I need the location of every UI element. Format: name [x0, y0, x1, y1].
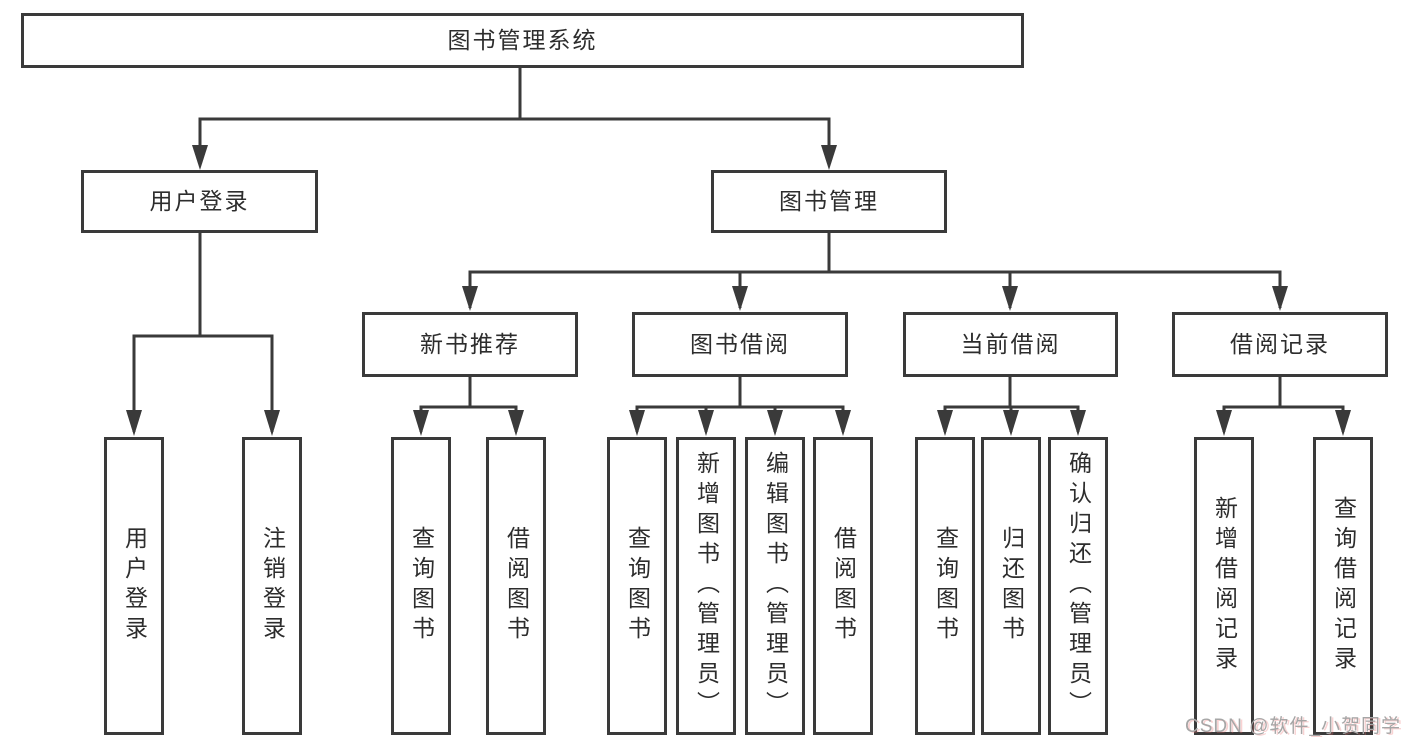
arrowheads — [126, 145, 1351, 436]
leaf-label: 借阅图书 — [830, 526, 857, 646]
arrowhead-icon — [1335, 410, 1351, 436]
leaf-label: 查询图书 — [624, 526, 651, 646]
arrowhead-icon — [732, 286, 748, 311]
leaf-current-confirm-return-admin: 确认归还（管理员） — [1048, 437, 1108, 735]
leaf-label: 用户登录 — [121, 526, 148, 646]
arrowhead-icon — [413, 410, 429, 436]
node-root: 图书管理系统 — [21, 13, 1024, 68]
arrowhead-icon — [1003, 410, 1019, 436]
arrowhead-icon — [1002, 286, 1018, 311]
arrowhead-icon — [1070, 410, 1086, 436]
arrowhead-icon — [462, 286, 478, 311]
node-user-login: 用户登录 — [81, 170, 318, 233]
edge-record-bar — [1222, 405, 1345, 432]
edge-newrec-bar — [419, 405, 518, 432]
arrowhead-icon — [767, 410, 783, 436]
leaf-label: 新增图书（管理员） — [693, 451, 720, 721]
arrowhead-icon — [698, 410, 714, 436]
arrowhead-icon — [821, 145, 837, 170]
leaf-label: 借阅图书 — [503, 526, 530, 646]
edge-borrow-bar — [635, 405, 845, 432]
leaf-logout-login: 注销登录 — [242, 437, 302, 735]
leaf-borrow-edit-book-admin: 编辑图书（管理员） — [745, 437, 805, 735]
leaf-record-query-borrow-record: 查询借阅记录 — [1313, 437, 1373, 735]
node-current-borrow: 当前借阅 — [903, 312, 1118, 377]
csdn-watermark: CSDN @软件_小贺同学 — [1185, 716, 1401, 737]
arrowhead-icon — [937, 410, 953, 436]
edge-bookmgmt-bar — [468, 270, 1282, 308]
node-book-management-label: 图书管理 — [779, 188, 879, 214]
node-root-label: 图书管理系统 — [447, 27, 598, 53]
arrowhead-icon — [508, 410, 524, 436]
node-user-login-label: 用户登录 — [149, 188, 250, 214]
leaf-label: 编辑图书（管理员） — [762, 451, 789, 721]
leaf-label: 查询图书 — [932, 526, 959, 646]
connector-group — [132, 68, 1345, 432]
leaf-label: 注销登录 — [259, 526, 286, 646]
node-new-book-recommend-label: 新书推荐 — [420, 331, 520, 357]
arrowhead-icon — [264, 410, 280, 436]
leaf-current-return-book: 归还图书 — [981, 437, 1041, 735]
leaf-label: 确认归还（管理员） — [1065, 451, 1092, 721]
node-current-borrow-label: 当前借阅 — [960, 331, 1061, 357]
leaf-borrow-query-book: 查询图书 — [607, 437, 667, 735]
arrowhead-icon — [192, 145, 208, 170]
arrowhead-icon — [1216, 410, 1232, 436]
node-book-borrow-label: 图书借阅 — [690, 331, 790, 357]
node-new-book-recommend: 新书推荐 — [362, 312, 578, 377]
edge-root-bar — [198, 117, 831, 146]
leaf-label: 查询借阅记录 — [1330, 496, 1357, 676]
leaf-current-query-book: 查询图书 — [915, 437, 975, 735]
node-book-borrow: 图书借阅 — [632, 312, 848, 377]
leaf-label: 查询图书 — [408, 526, 435, 646]
leaf-user-login: 用户登录 — [104, 437, 164, 735]
arrowhead-icon — [629, 410, 645, 436]
arrowhead-icon — [126, 410, 142, 436]
leaf-record-add-borrow-record: 新增借阅记录 — [1194, 437, 1254, 735]
edge-userlogin-bar — [132, 334, 274, 432]
leaf-label: 新增借阅记录 — [1211, 496, 1238, 676]
node-borrow-records-label: 借阅记录 — [1230, 331, 1330, 357]
leaf-borrow-borrow-book: 借阅图书 — [813, 437, 873, 735]
leaf-newrec-borrow-book: 借阅图书 — [486, 437, 546, 735]
arrowhead-icon — [1272, 286, 1288, 311]
leaf-borrow-add-book-admin: 新增图书（管理员） — [676, 437, 736, 735]
node-book-management: 图书管理 — [711, 170, 947, 233]
arrowhead-icon — [835, 410, 851, 436]
leaf-label: 归还图书 — [998, 526, 1025, 646]
leaf-newrec-query-book: 查询图书 — [391, 437, 451, 735]
node-borrow-records: 借阅记录 — [1172, 312, 1388, 377]
